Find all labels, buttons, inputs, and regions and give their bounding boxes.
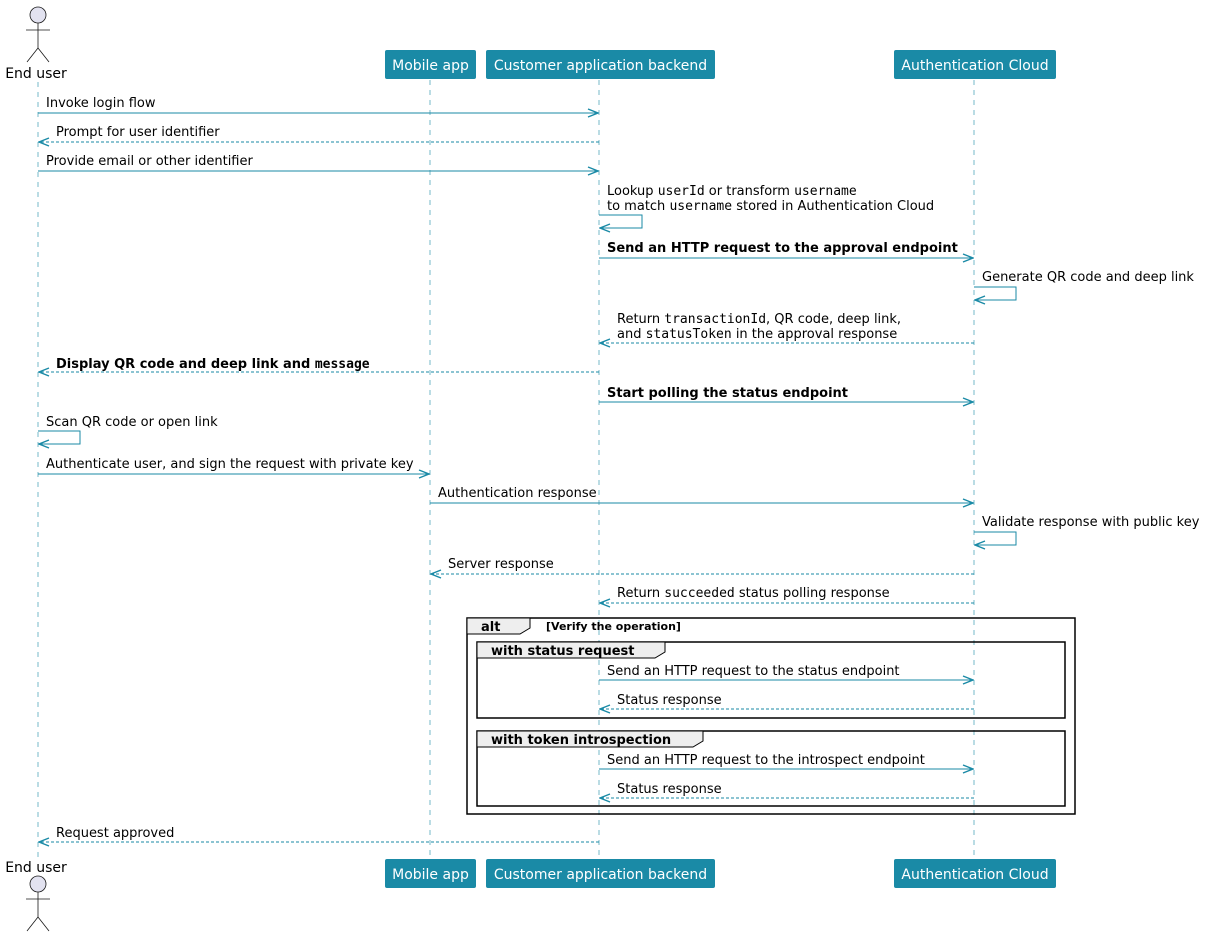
message-label: Prompt for user identifier bbox=[56, 125, 220, 140]
self-message-arrow bbox=[974, 531, 1017, 545]
message-label: Validate response with public key bbox=[982, 515, 1200, 530]
participant-backend-bottom: Customer application backend bbox=[486, 859, 715, 888]
participant-backend-top: Customer application backend bbox=[486, 50, 715, 79]
message-text: or transform bbox=[705, 184, 794, 199]
message-label: Return succeeded status polling response bbox=[617, 586, 890, 601]
message-label: Start polling the status endpoint bbox=[607, 386, 848, 401]
actor-end-user-bottom: End user bbox=[5, 860, 67, 932]
message-label: Provide email or other identifier bbox=[46, 154, 253, 169]
message-text: to match bbox=[607, 199, 669, 214]
actor-end-user-label: End user bbox=[5, 66, 67, 82]
message-label: Send an HTTP request to the status endpo… bbox=[607, 664, 900, 679]
message-text: Lookup bbox=[607, 184, 658, 199]
message-labels: Invoke login flow Prompt for user identi… bbox=[46, 96, 1200, 841]
participant-mobile-app-label: Mobile app bbox=[392, 58, 469, 74]
code-username: username bbox=[794, 184, 857, 199]
participant-auth-cloud-label: Authentication Cloud bbox=[901, 867, 1048, 883]
message-label: and statusToken in the approval response bbox=[617, 327, 897, 342]
message-label: Lookup userId or transform username bbox=[607, 184, 857, 199]
group-status-request-label: with status request bbox=[491, 644, 634, 659]
actor-head-icon bbox=[29, 875, 47, 893]
participant-auth-cloud-top: Authentication Cloud bbox=[894, 50, 1056, 79]
messages bbox=[38, 113, 1017, 842]
actor-end-user-label: End user bbox=[5, 860, 67, 876]
message-label: Request approved bbox=[56, 826, 174, 841]
group-token-introspection: with token introspection bbox=[476, 730, 1066, 807]
message-text: Return bbox=[617, 312, 664, 327]
message-label: Status response bbox=[617, 782, 722, 797]
alt-keyword: alt bbox=[481, 620, 500, 635]
message-text: , QR code, deep link, bbox=[766, 312, 901, 327]
participant-auth-cloud-label: Authentication Cloud bbox=[901, 58, 1048, 74]
message-label: Scan QR code or open link bbox=[46, 415, 218, 430]
message-text: Display QR code and deep link and bbox=[56, 357, 315, 372]
code-userId: userId bbox=[658, 184, 705, 199]
message-label: Send an HTTP request to the approval end… bbox=[607, 241, 958, 256]
message-label: Generate QR code and deep link bbox=[982, 270, 1194, 285]
message-text: Return bbox=[617, 586, 664, 601]
message-text: and bbox=[617, 327, 646, 342]
code-message: message bbox=[315, 357, 370, 372]
message-label: Authenticate user, and sign the request … bbox=[46, 457, 414, 472]
group-status-request: with status request bbox=[476, 641, 1066, 719]
code-username: username bbox=[669, 199, 732, 214]
code-succeeded: succeeded bbox=[664, 586, 734, 601]
message-label: to match username stored in Authenticati… bbox=[607, 199, 934, 214]
alt-frame: alt [Verify the operation] bbox=[466, 617, 1076, 815]
participant-backend-label: Customer application backend bbox=[494, 58, 707, 74]
message-label: Display QR code and deep link and messag… bbox=[56, 357, 370, 372]
message-label: Server response bbox=[448, 557, 554, 572]
actor-head-icon bbox=[29, 6, 47, 24]
message-label: Authentication response bbox=[438, 486, 597, 501]
message-label: Invoke login flow bbox=[46, 96, 156, 111]
message-text: stored in Authentication Cloud bbox=[732, 199, 934, 214]
self-message-arrow bbox=[599, 214, 643, 228]
message-text: in the approval response bbox=[732, 327, 898, 342]
code-statusToken: statusToken bbox=[646, 327, 732, 342]
participant-mobile-app-bottom: Mobile app bbox=[385, 859, 476, 888]
participant-auth-cloud-bottom: Authentication Cloud bbox=[894, 859, 1056, 888]
group-token-introspection-label: with token introspection bbox=[491, 733, 671, 748]
actor-end-user-top: End user bbox=[5, 6, 67, 82]
code-transactionId: transactionId bbox=[664, 312, 766, 327]
message-label: Send an HTTP request to the introspect e… bbox=[607, 753, 925, 768]
message-label: Return transactionId, QR code, deep link… bbox=[617, 312, 901, 327]
self-message-arrow bbox=[38, 430, 81, 444]
participant-mobile-app-label: Mobile app bbox=[392, 867, 469, 883]
participant-mobile-app-top: Mobile app bbox=[385, 50, 476, 79]
self-message-arrow bbox=[974, 286, 1017, 300]
alt-condition: [Verify the operation] bbox=[546, 620, 681, 633]
message-text: status polling response bbox=[735, 586, 890, 601]
participant-backend-label: Customer application backend bbox=[494, 867, 707, 883]
message-label: Status response bbox=[617, 693, 722, 708]
